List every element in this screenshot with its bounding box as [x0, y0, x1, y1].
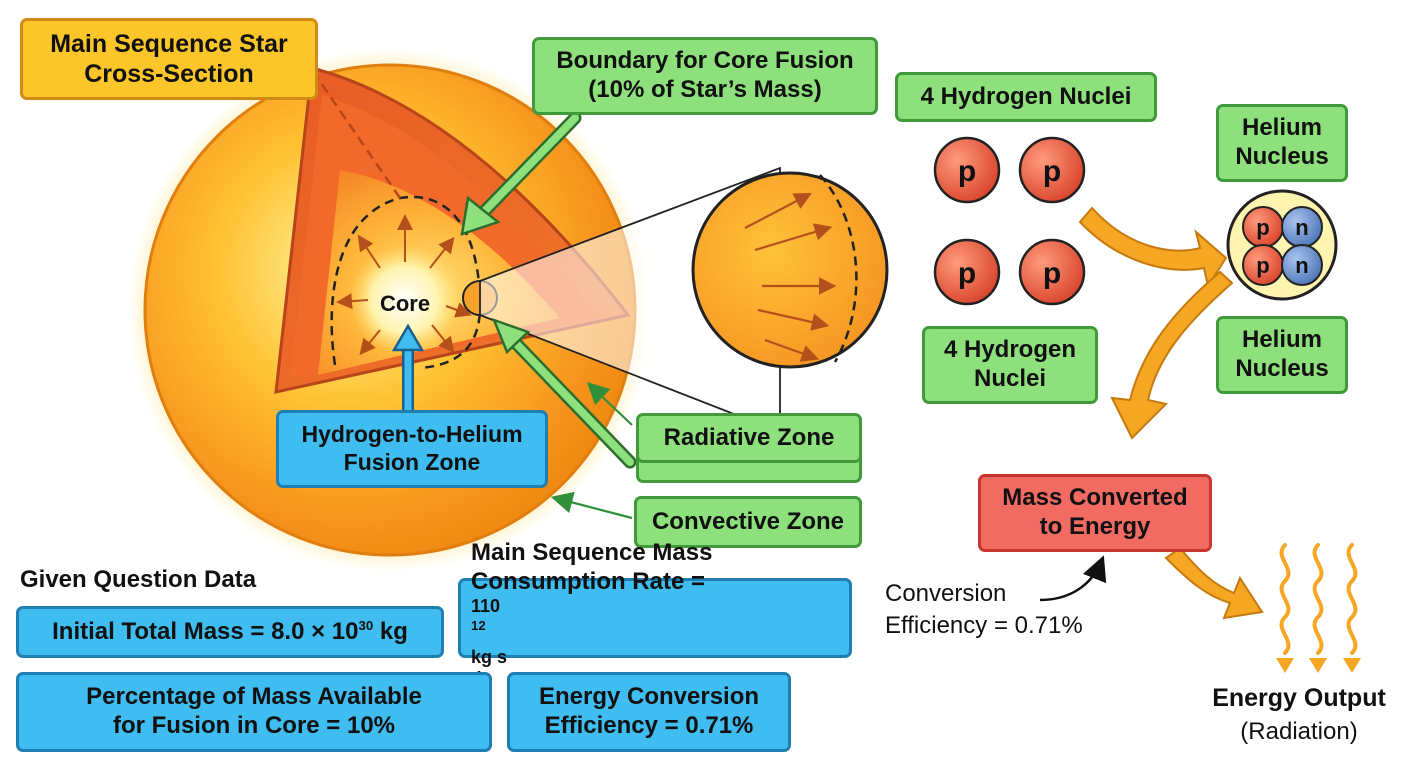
diagram-title: Main Sequence Star Cross-Section — [20, 18, 318, 100]
proton: p — [1018, 136, 1086, 204]
proton-symbol: p — [958, 257, 976, 290]
helium-nucleus: p n p n — [1226, 189, 1338, 301]
radiation-waves-icon — [1276, 543, 1361, 673]
proton-symbol: p — [1256, 253, 1269, 278]
proton: p — [933, 238, 1001, 306]
helium-nucleus-label-bottom: Helium Nucleus — [1216, 316, 1348, 394]
neutron-symbol: n — [1295, 253, 1308, 278]
hydrogen-nuclei-label-bottom: 4 Hydrogen Nuclei — [922, 326, 1098, 404]
proton-symbol: p — [1256, 215, 1269, 240]
proton: p — [933, 136, 1001, 204]
energy-output-label: Energy Output — [1212, 684, 1386, 712]
zoom-circle — [691, 171, 889, 369]
consumption-rate-box: Main Sequence Mass Consumption Rate = 11… — [458, 539, 852, 682]
proton-symbol: p — [958, 155, 976, 188]
energy-arrows-core — [336, 214, 472, 356]
proton: p — [1018, 238, 1086, 306]
boundary-label: Boundary for Core Fusion (10% of Star’s … — [532, 37, 878, 115]
fusion-zone-label: Hydrogen-to-Helium Fusion Zone — [276, 410, 548, 488]
core-glow — [350, 245, 460, 355]
pointer-arrows — [391, 111, 637, 520]
neutron-symbol: n — [1295, 215, 1308, 240]
initial-mass-box: Initial Total Mass = 8.0 × 1030 kg — [16, 606, 444, 658]
fusion-percentage-box: Percentage of Mass Available for Fusion … — [16, 672, 492, 752]
energy-output-sublabel: (Radiation) — [1240, 718, 1358, 745]
core-fusion-boundary — [330, 195, 482, 370]
radiative-zone-label: Radiative Zone — [636, 413, 862, 463]
helium-nucleus-label-top: Helium Nucleus — [1216, 104, 1348, 182]
reaction-flow-arrows — [1039, 206, 1264, 620]
conversion-efficiency-note: Conversion Efficiency = 0.71% — [885, 580, 1083, 640]
proton-symbol: p — [1043, 257, 1061, 290]
zoom-detail — [479, 166, 889, 434]
convective-zone-label: Convective Zone — [634, 496, 862, 548]
question-data-heading: Given Question Data — [20, 566, 257, 593]
proton-symbol: p — [1043, 155, 1061, 188]
efficiency-box: Energy Conversion Efficiency = 0.71% — [507, 672, 791, 752]
core-label: Core — [380, 291, 430, 316]
hydrogen-nuclei-group: p p p p — [933, 136, 1086, 306]
hydrogen-nuclei-label-top: 4 Hydrogen Nuclei — [895, 72, 1157, 122]
mass-converted-label: Mass Converted to Energy — [978, 474, 1212, 552]
